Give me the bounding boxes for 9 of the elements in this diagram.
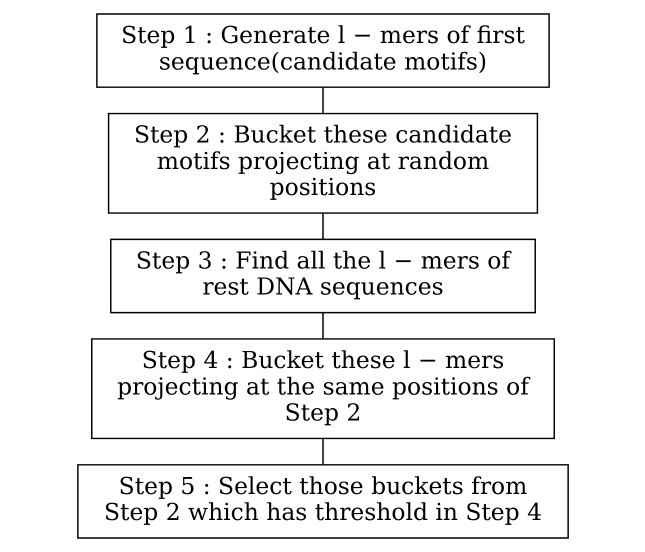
node-box: Step 5 : Select those buckets from Step 2 which has threshold in Step 4	[76, 464, 568, 539]
connector	[322, 438, 324, 465]
connector	[322, 87, 324, 114]
node-box: Step 4 : Bucket these l − mers projecting at the same positions of Step 2	[90, 338, 554, 440]
node-box: Step 2 : Bucket these candidate motifs projecting at random positions	[107, 112, 538, 214]
node-box: Step 3 : Find all the l − mers of rest DNA sequences	[110, 238, 536, 314]
connector	[322, 312, 324, 339]
node-box: Step 1 : Generate l − mers of first sequence(candidate motifs)	[96, 13, 550, 88]
connector	[322, 213, 324, 240]
